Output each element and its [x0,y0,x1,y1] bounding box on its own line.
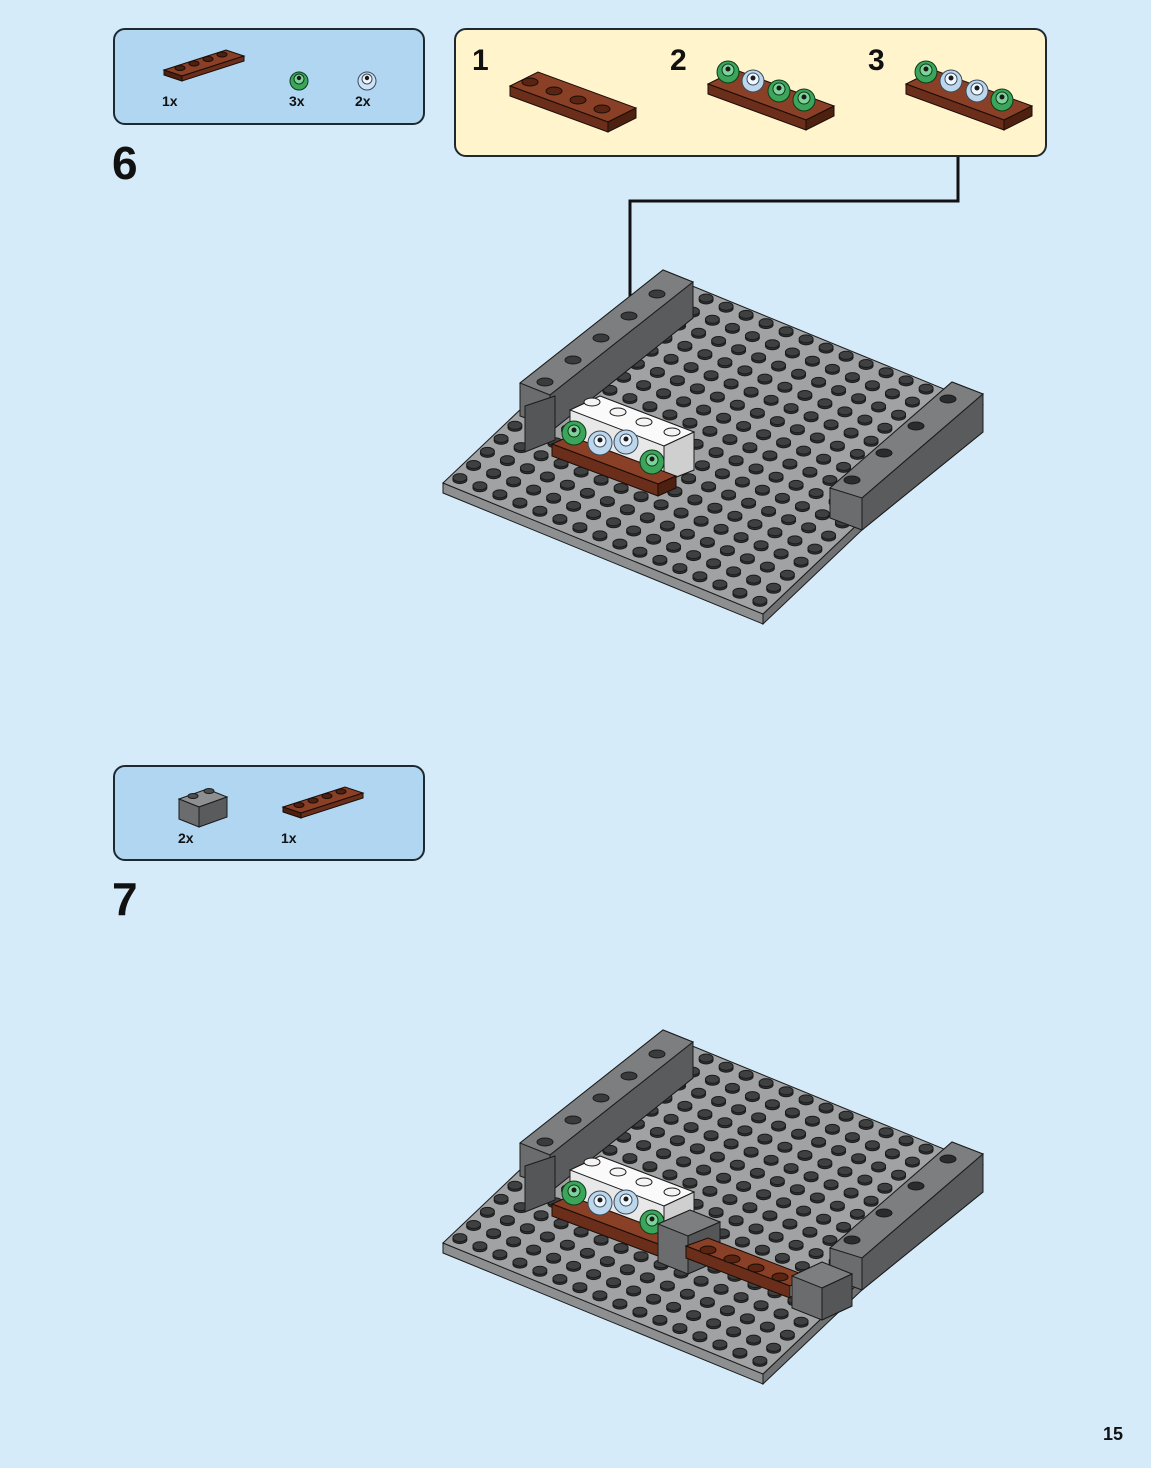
sub-step-number: 1 [472,44,489,77]
sub-step-number: 3 [868,44,885,77]
part-qty: 1x [162,93,178,109]
part-qty: 2x [355,93,371,109]
page-number: 15 [1103,1424,1124,1444]
plate-1x4-reddish-brown-icon [281,786,365,819]
flower-plate-assembly-icon [904,60,1034,131]
step-number: 6 [112,137,138,189]
part-qty: 3x [289,93,305,109]
flower-plate-assembly-icon [706,60,836,131]
sub-step-number: 2 [670,44,687,77]
part-qty: 1x [281,830,297,846]
step-6-parts-list: 1x 3x 2x [113,28,425,125]
plate-1x4-reddish-brown-icon [162,49,246,82]
plant-flower-light-aqua-icon [357,71,377,91]
step-7-parts-list: 2x 1x [113,765,425,861]
brick-1x2-dark-gray-icon [177,788,229,828]
part-qty: 2x [178,830,194,846]
step-6-subassembly-callout: 1 2 3 [454,28,1047,157]
step-number: 7 [112,873,138,925]
plant-flower-green-icon [289,71,309,91]
plate-1x4-reddish-brown-icon [508,71,638,133]
